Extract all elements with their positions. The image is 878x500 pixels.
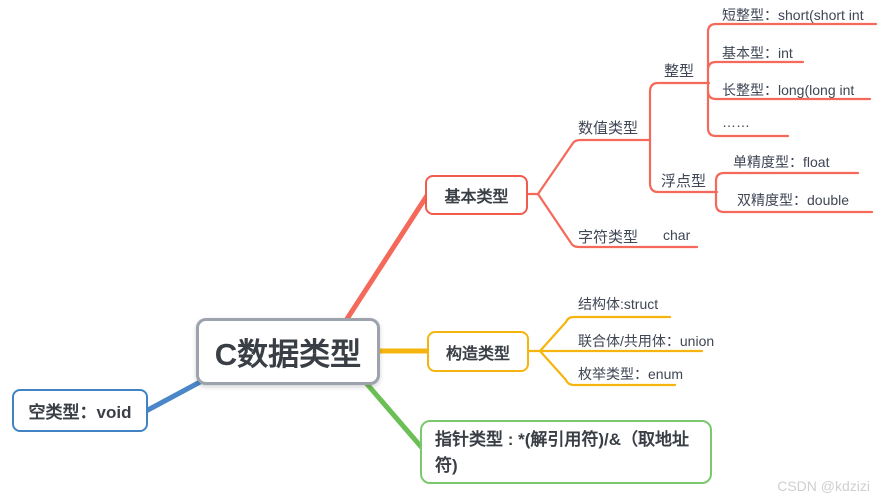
pointer-type-node[interactable]: 指针类型 : *(解引用符)/&（取地址符) <box>420 420 712 484</box>
pointer-type-label: 指针类型 : *(解引用符)/&（取地址符) <box>435 430 690 476</box>
leaf-enum[interactable]: 枚举类型：enum <box>578 366 684 382</box>
char-type-value[interactable]: char <box>663 227 691 243</box>
main-branch-green <box>364 381 426 452</box>
root-node-label: C数据类型 <box>214 337 362 372</box>
construct-type-label: 构造类型 <box>445 345 510 363</box>
main-branch-blue <box>143 379 203 414</box>
void-type-node[interactable]: 空类型：void <box>12 389 148 432</box>
void-type-label: 空类型：void <box>28 403 132 422</box>
root-node[interactable]: C数据类型 <box>196 318 380 385</box>
construct-subtree-lines <box>526 315 704 387</box>
main-branch-red <box>342 191 431 325</box>
leaf-union[interactable]: 联合体/共用体：union <box>578 333 715 349</box>
char-type-node[interactable]: 字符类型 <box>578 229 639 246</box>
leaf-float[interactable]: 单精度型：float <box>733 154 830 170</box>
numeric-type-node[interactable]: 数值类型 <box>578 120 639 137</box>
leaf-long-int[interactable]: 长整型：long(long int <box>722 82 855 98</box>
csdn-watermark: CSDN @kdzizi <box>777 478 870 494</box>
basic-subtree-lines <box>525 22 878 249</box>
construct-type-node[interactable]: 构造类型 <box>427 331 529 372</box>
basic-type-node[interactable]: 基本类型 <box>425 175 528 215</box>
float-type-node[interactable]: 浮点型 <box>661 173 707 190</box>
leaf-double[interactable]: 双精度型：double <box>737 192 850 208</box>
basic-type-label: 基本类型 <box>444 189 509 206</box>
leaf-int[interactable]: 基本型：int <box>722 45 793 61</box>
integer-type-node[interactable]: 整型 <box>664 63 695 80</box>
leaf-struct[interactable]: 结构体:struct <box>578 296 659 312</box>
leaf-short-int[interactable]: 短整型：short(short int <box>722 7 864 23</box>
leaf-ellipsis[interactable]: …… <box>722 114 750 130</box>
